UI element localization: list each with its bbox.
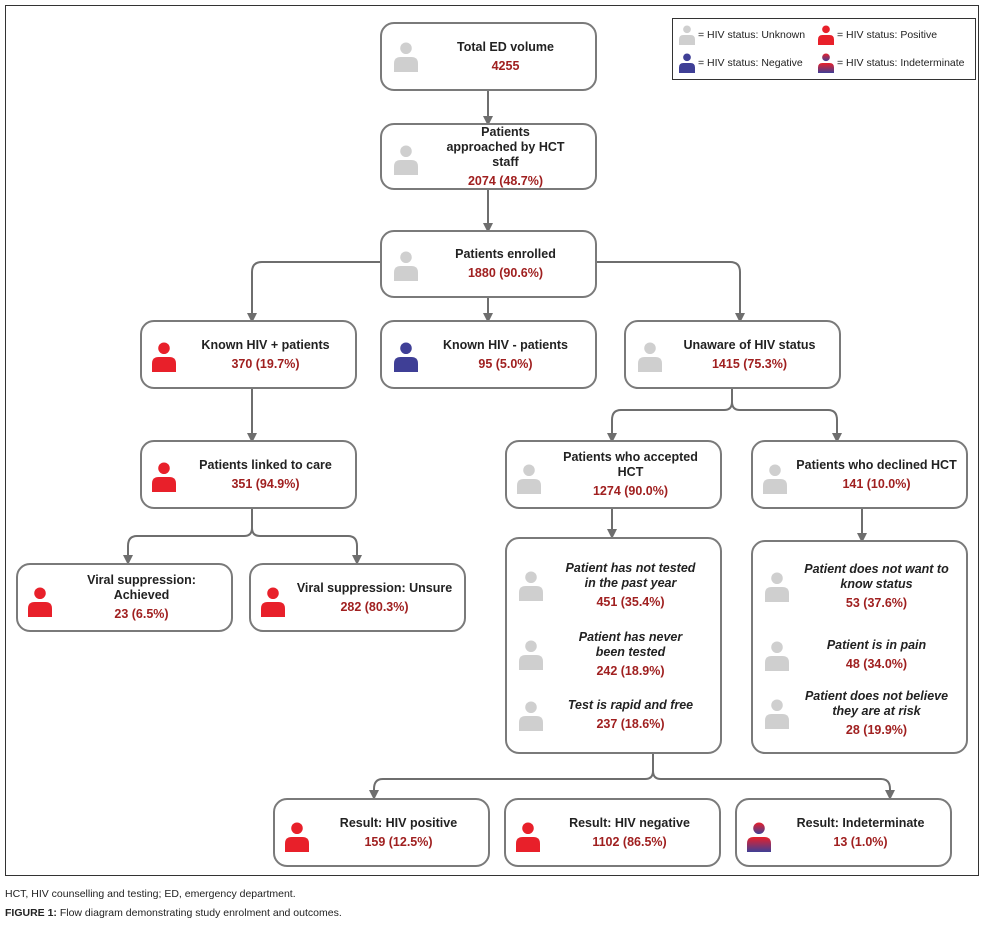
person-icon [519, 701, 543, 731]
person-icon [394, 251, 418, 281]
arrow-unaware-split [607, 389, 733, 443]
node-title: Result: Indeterminate [796, 815, 925, 830]
node-value: 23 (6.5%) [114, 607, 169, 621]
person-icon [763, 464, 787, 494]
node-value: 13 (1.0%) [833, 834, 888, 849]
node-value: 1415 (75.3%) [711, 356, 788, 371]
node-enrolled: Patients enrolled 1880 (90.6%) [380, 230, 597, 298]
footnote: HCT, HIV counselling and testing; ED, em… [5, 888, 296, 900]
node-value: 159 (12.5%) [364, 834, 433, 849]
figure-caption: FIGURE 1: Flow diagram demonstrating stu… [5, 907, 342, 919]
figure-frame [5, 5, 979, 876]
person-icon [765, 699, 789, 729]
node-result-hiv-negative: Result: HIV negative 1102 (86.5%) [504, 798, 721, 867]
person-icon [28, 587, 52, 617]
node-title: Patients who accepted HCT [563, 450, 698, 479]
person-icon [517, 464, 541, 494]
node-value: 141 (10.0%) [842, 476, 911, 491]
person-icon [152, 342, 176, 372]
person-icon [747, 822, 771, 852]
node-value: 370 (19.7%) [231, 356, 300, 371]
node-value: 95 (5.0%) [478, 356, 533, 371]
person-icon [638, 342, 662, 372]
node-known-hiv-positive: Known HIV + patients 370 (19.7%) [140, 320, 357, 389]
node-declined-hct: Patients who declined HCT 141 (10.0%) [751, 440, 968, 509]
node-title: Known HIV - patients [443, 337, 568, 352]
person-icon [394, 42, 418, 72]
legend-item-indeterminate: = HIV status: Indeterminate [818, 53, 965, 73]
node-known-hiv-negative: Known HIV - patients 95 (5.0%) [380, 320, 597, 389]
arrow-enrolled-knownpos [247, 261, 380, 323]
node-total-ed-volume: Total ED volume 4255 [380, 22, 597, 91]
caption-label: FIGURE 1: [5, 907, 57, 919]
node-title: Patients enrolled [455, 247, 556, 261]
arrow-linked-vs [123, 509, 253, 565]
node-title: Patients approached by HCT staff [446, 124, 565, 169]
node-title: Result: HIV positive [339, 815, 458, 830]
person-icon [394, 342, 418, 372]
node-linked-to-care: Patients linked to care 351 (94.9%) [140, 440, 357, 509]
legend-item-positive: = HIV status: Positive [818, 25, 937, 45]
person-icon [765, 572, 789, 602]
caption-text: Flow diagram demonstrating study enrolme… [59, 907, 342, 919]
node-title: Viral suppression: Achieved [87, 573, 196, 602]
node-accepted-hct: Patients who accepted HCT 1274 (90.0%) [505, 440, 722, 509]
node-value: 282 (80.3%) [340, 599, 409, 614]
person-icon [519, 640, 543, 670]
person-icon [261, 587, 285, 617]
node-viral-suppression-achieved: Viral suppression: Achieved 23 (6.5%) [16, 563, 233, 632]
legend-item-negative: = HIV status: Negative [679, 53, 803, 73]
person-icon [818, 53, 834, 73]
node-result-indeterminate: Result: Indeterminate 13 (1.0%) [735, 798, 952, 867]
node-value: 4255 [491, 58, 520, 73]
node-viral-suppression-unsure: Viral suppression: Unsure 282 (80.3%) [249, 563, 466, 632]
node-title: Result: HIV negative [569, 815, 690, 830]
node-value: 1102 (86.5%) [592, 834, 667, 849]
person-icon [679, 53, 695, 73]
node-value: 351 (94.9%) [231, 476, 300, 491]
node-unaware-status: Unaware of HIV status 1415 (75.3%) [624, 320, 841, 389]
person-icon [285, 822, 309, 852]
node-title: Patients who declined HCT [796, 457, 957, 472]
node-title: Viral suppression: Unsure [296, 580, 453, 595]
node-title: Known HIV + patients [201, 337, 330, 352]
person-icon [516, 822, 540, 852]
node-title: Patients linked to care [199, 457, 332, 472]
legend: = HIV status: Unknown = HIV status: Posi… [672, 18, 976, 80]
person-icon [394, 145, 418, 175]
node-title: Total ED volume [456, 39, 554, 54]
arrow-reasons-results [369, 754, 654, 800]
node-title: Unaware of HIV status [683, 337, 816, 352]
node-value: 1880 (90.6%) [467, 266, 544, 280]
person-icon [765, 641, 789, 671]
person-icon [679, 25, 695, 45]
arrow-enrolled-unaware [597, 261, 745, 323]
person-icon [152, 462, 176, 492]
node-value: 1274 (90.0%) [592, 484, 669, 498]
person-icon [818, 25, 834, 45]
node-value: 2074 (48.7%) [467, 173, 544, 188]
legend-item-unknown: = HIV status: Unknown [679, 25, 805, 45]
node-result-hiv-positive: Result: HIV positive 159 (12.5%) [273, 798, 490, 867]
person-icon [519, 571, 543, 601]
node-approached: Patients approached by HCT staff 2074 (48… [380, 123, 597, 190]
